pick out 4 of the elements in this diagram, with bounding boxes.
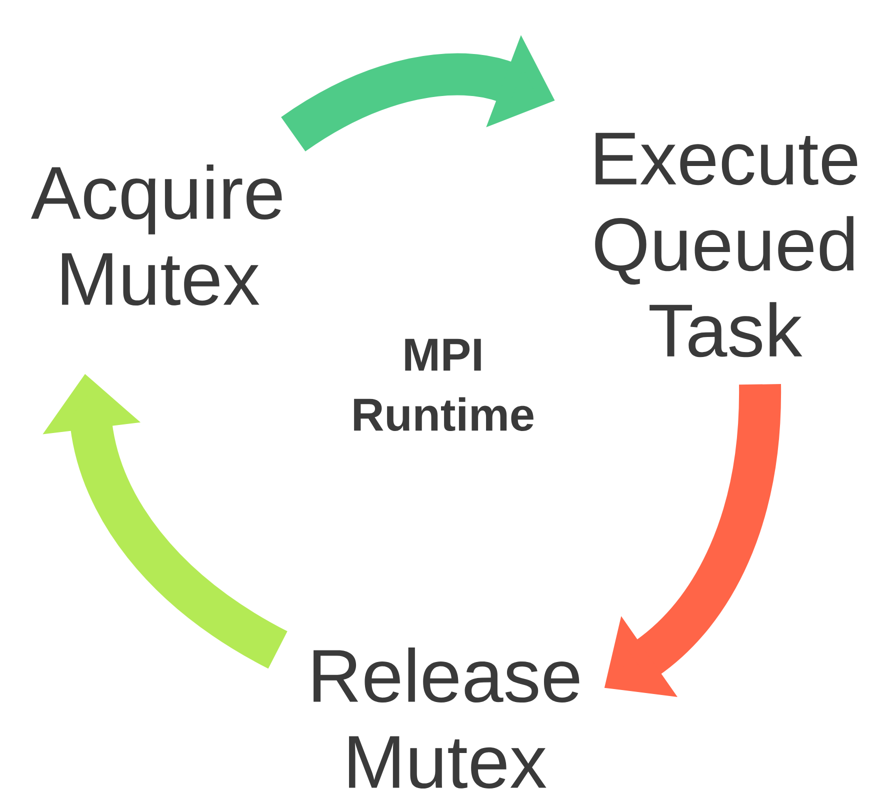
step-label: Acquire Mutex [31,164,282,306]
step-label: Execute Queued Task [595,132,858,358]
step-label: Release Mutex [314,647,580,789]
center-label: MPI Runtime [354,338,534,432]
